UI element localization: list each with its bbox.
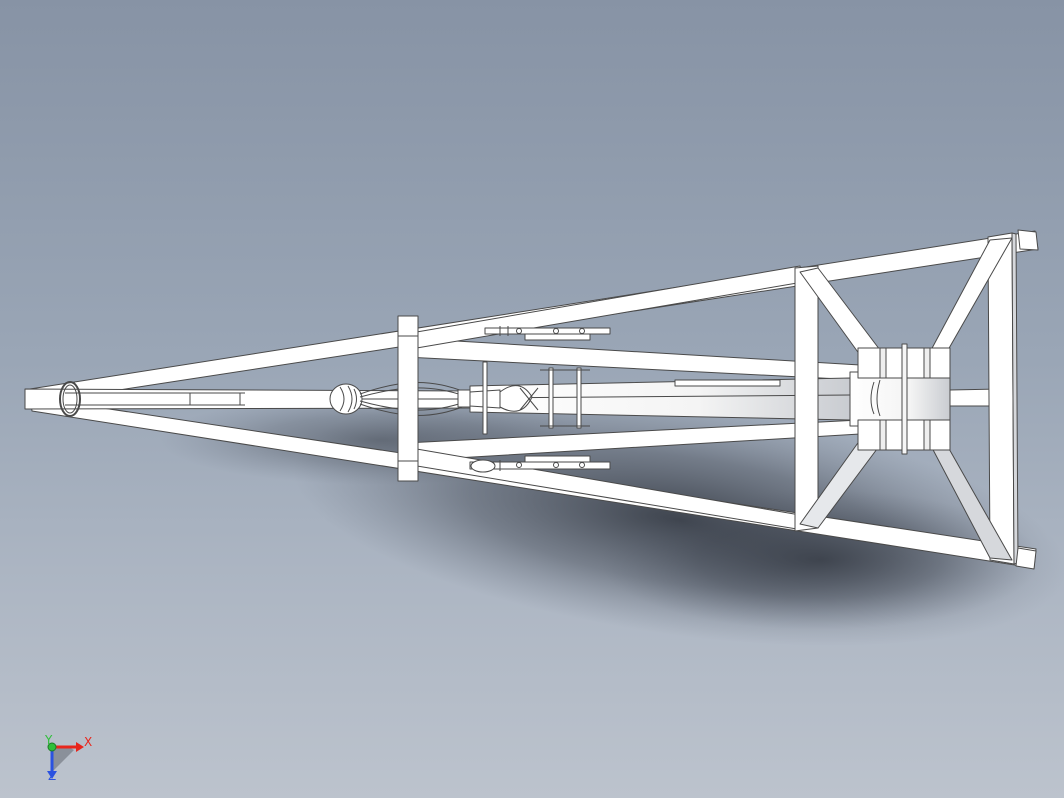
winch-upper[interactable] (484, 326, 611, 341)
tower-front-beam[interactable] (794, 265, 819, 532)
tower-rear-beam[interactable] (987, 232, 1019, 565)
axle-caps[interactable] (1015, 229, 1039, 570)
ground-shadow (160, 393, 1064, 647)
stop-pegs[interactable] (482, 361, 590, 435)
sling-ring[interactable] (59, 381, 81, 417)
frame-rail-upper-inner[interactable] (404, 337, 861, 381)
release-hook[interactable] (457, 385, 539, 412)
projectile-pouch[interactable] (329, 383, 363, 415)
axle-block[interactable] (857, 343, 951, 455)
winch-lower[interactable] (469, 455, 611, 473)
frame-rail-upper-outer[interactable] (404, 265, 804, 351)
front-crossbar[interactable] (397, 315, 419, 482)
